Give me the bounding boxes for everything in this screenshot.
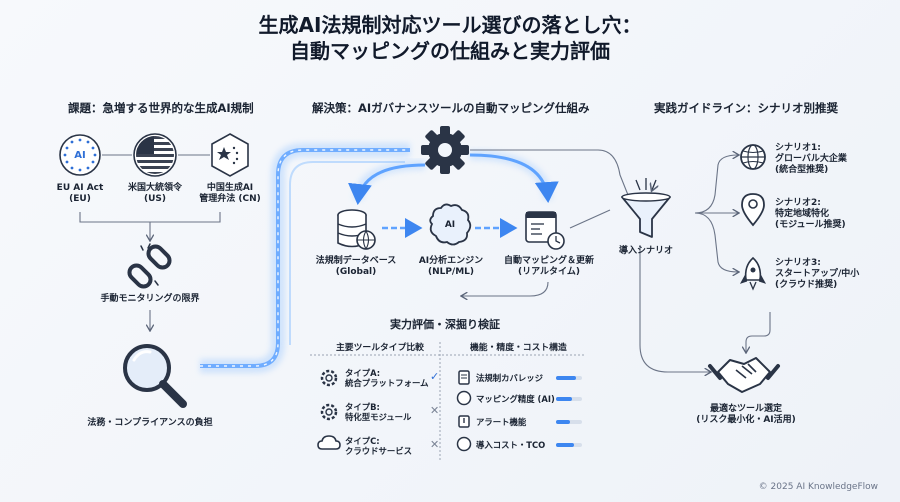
scenario-1-line1: シナリオ1: (775, 143, 821, 153)
map-label-line2: (リアルタイム) (518, 267, 580, 277)
footer-copyright: © 2025 AI KnowledgeFlow (758, 482, 878, 492)
database-globe-icon (337, 209, 376, 251)
final-label-line2: (リスク最小化・AI活用) (696, 415, 796, 425)
tool-type-name: タイプB: (345, 402, 380, 412)
type-b-gear-icon (320, 403, 338, 421)
ai-label-line2: (NLP/ML) (427, 267, 475, 277)
map-label-line1: 自動マッピング＆更新 (503, 256, 594, 266)
funnel-label: 導入シナリオ (618, 246, 673, 256)
handshake-icon (708, 357, 780, 393)
tool-type-name: タイプA: (345, 368, 381, 378)
feature-level-bar (556, 376, 582, 380)
final-label: 最適なツール選定 (リスク最小化・AI活用) (684, 404, 808, 426)
evaluation-table-lines (310, 342, 585, 460)
eu-label-line2: (EU) (69, 194, 91, 204)
ai-brain-icon (429, 203, 472, 246)
cn-flag-icon (211, 133, 249, 177)
cross-icon: ✕ (430, 438, 440, 451)
scenario-3: シナリオ3: スタートアップ/中小 (クラウド推奨) (775, 258, 885, 291)
connectors (79, 149, 771, 372)
ai-chip-icon (456, 390, 472, 406)
feature-level-bar (556, 397, 582, 401)
us-label: 米国大統領令 (US) (115, 183, 195, 205)
check-icon: ✓ (430, 370, 440, 383)
left-heading: 課題：急増する世界的な生成AI規制 (68, 101, 254, 115)
tool-type-desc: クラウドサービス (345, 446, 412, 456)
feature-level-fill (556, 420, 571, 424)
type-c-cloud-icon (317, 435, 341, 450)
scenario-3-line3: (クラウド推奨) (775, 280, 838, 290)
magnifier-icon (123, 344, 187, 408)
feature-level-fill (556, 443, 575, 447)
cn-label: 中国生成AI 管理弁法 (CN) (190, 183, 270, 205)
funnel-icon (621, 178, 671, 238)
scenario-1-line3: (統合型推奨) (775, 165, 829, 175)
ai-label-line1: AI分析エンジン (418, 256, 484, 266)
col2-header: 機能・精度・コスト構造 (470, 343, 567, 353)
scenario-1-line2: グローバル大企業 (775, 154, 847, 164)
title-line-1: 生成AI法規制対応ツール選びの落とし穴： (258, 13, 642, 37)
tool-type-row: タイプC:クラウドサービス (345, 436, 412, 456)
col1-header: 主要ツールタイプ比較 (336, 343, 424, 353)
alert-icon (458, 415, 470, 428)
cost-coin-icon (456, 436, 472, 452)
scenario-1: シナリオ1: グローバル大企業 (統合型推奨) (775, 143, 885, 176)
middle-heading: 解決策：AIガバナンスツールの自動マッピング仕組み (312, 101, 590, 115)
broken-chain-icon (127, 243, 172, 289)
us-label-line1: 米国大統領令 (127, 183, 182, 193)
mapping-update-icon (525, 211, 565, 250)
tool-type-desc: 統合プラットフォーム (345, 378, 429, 388)
map-label: 自動マッピング＆更新 (リアルタイム) (494, 256, 604, 278)
scenario-2-line1: シナリオ2: (775, 198, 821, 208)
scenario-2-line3: (モジュール推奨) (775, 220, 846, 230)
scenario-3-line1: シナリオ3: (775, 258, 821, 268)
us-label-line2: (US) (143, 194, 167, 204)
us-flag-icon (133, 133, 177, 177)
title-line-2: 自動マッピングの仕組みと実力評価 (290, 39, 610, 63)
ai-label: AI分析エンジン (NLP/ML) (406, 256, 496, 278)
final-label-line1: 最適なツール選定 (709, 404, 782, 414)
cn-label-line2: 管理弁法 (CN) (199, 194, 261, 204)
cross-icon: ✕ (430, 404, 440, 417)
eu-label: EU AI Act (EU) (40, 183, 120, 205)
ai-icon-text: AI (444, 220, 456, 230)
feature-label: 法規制カバレッジ (476, 373, 543, 383)
feature-level-bar (556, 443, 582, 447)
db-label: 法規制データベース (Global) (311, 256, 401, 278)
tool-type-row: タイプB:特化型モジュール (345, 402, 411, 422)
scenario-2: シナリオ2: 特定地域特化 (モジュール推奨) (775, 198, 885, 231)
monitor-label: 手動モニタリングの限界 (100, 294, 200, 304)
scenario-2-line2: 特定地域特化 (775, 209, 830, 219)
glow-path (200, 143, 559, 373)
gear-icon (421, 126, 469, 174)
feature-level-bar (556, 420, 582, 424)
eu-label-line1: EU AI Act (56, 183, 104, 193)
tool-type-desc: 特化型モジュール (345, 412, 412, 422)
right-heading: 実践ガイドライン：シナリオ別推奨 (654, 101, 838, 115)
feature-label: 導入コスト・TCO (476, 440, 546, 450)
feature-label: アラート機能 (476, 417, 527, 427)
feature-level-fill (556, 397, 572, 401)
rocket-icon (739, 256, 767, 291)
eu-flag-icon (59, 134, 101, 176)
cn-label-line1: 中国生成AI (206, 183, 254, 193)
globe-icon (740, 144, 766, 170)
feature-label: マッピング精度 (AI) (476, 394, 555, 404)
tool-type-row: タイプA:統合プラットフォーム (345, 368, 429, 388)
burden-label: 法務・コンプライアンスの負担 (87, 418, 213, 428)
db-label-line2: (Global) (335, 267, 377, 277)
document-icon (458, 370, 470, 385)
feature-level-fill (556, 376, 576, 380)
page-title: 生成AI法規制対応ツール選びの落とし穴： 自動マッピングの仕組みと実力評価 (0, 12, 900, 64)
tool-type-name: タイプC: (345, 436, 380, 446)
eval-heading: 実力評価・深掘り検証 (390, 318, 500, 331)
map-pin-icon (741, 193, 765, 227)
type-a-gear-icon (320, 369, 338, 387)
scenario-3-line2: スタートアップ/中小 (775, 269, 860, 279)
eu-icon-text: AI (74, 150, 86, 161)
db-label-line1: 法規制データベース (315, 256, 397, 266)
